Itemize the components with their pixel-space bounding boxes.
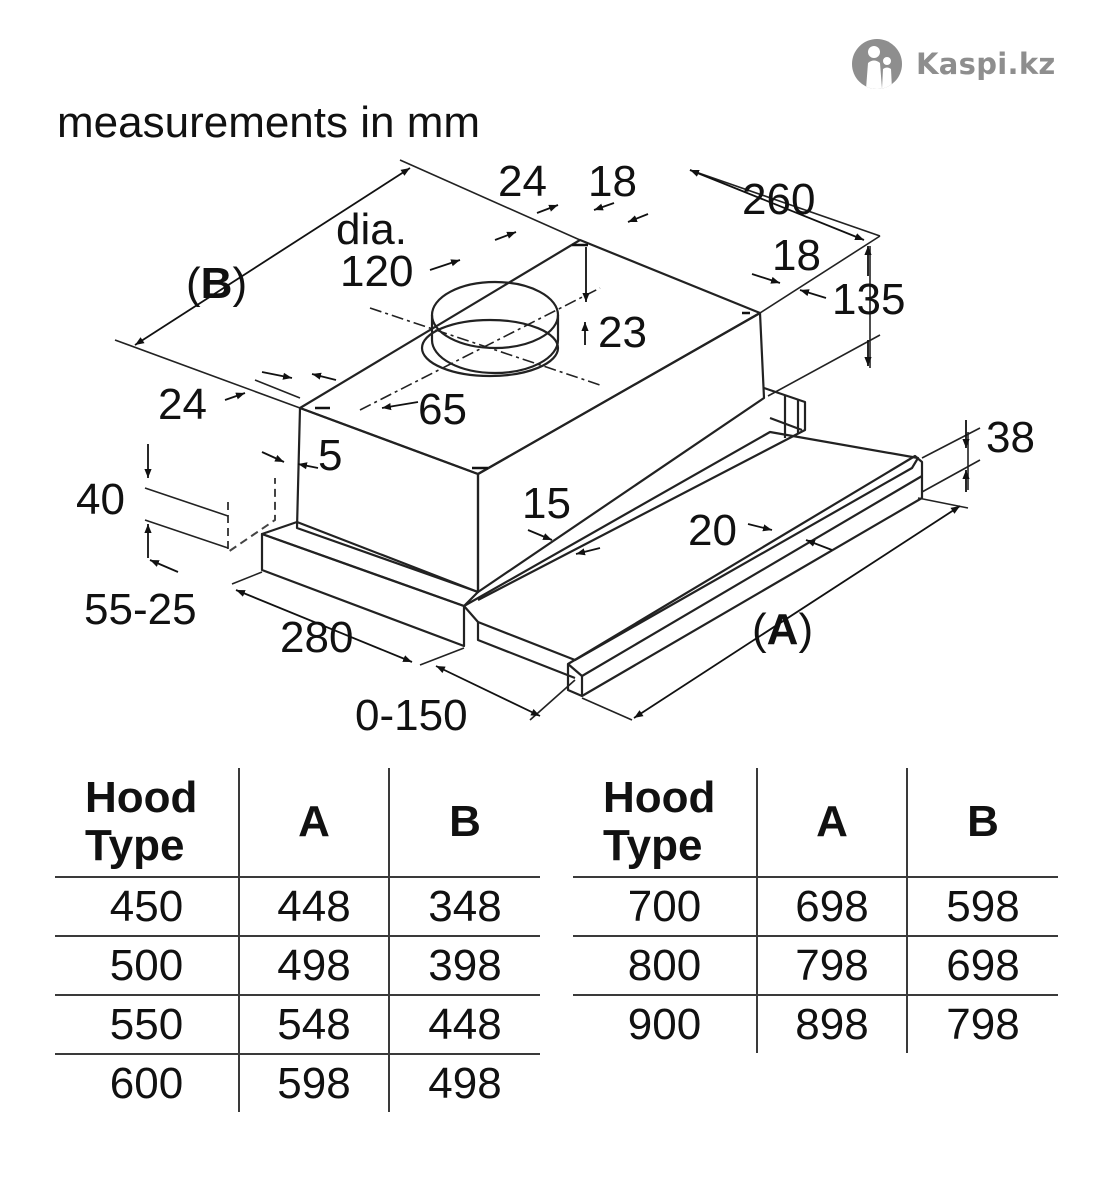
cell-b: 498: [388, 1053, 540, 1112]
duct-collar-side: [430, 315, 560, 375]
dim-18-top: 18: [588, 157, 637, 206]
dim-b-close-paren: ): [232, 259, 247, 308]
cabinet-dashed-outline: [227, 478, 276, 554]
kaspi-watermark: Kaspi.kz: [852, 38, 1082, 90]
col-header-b: B: [906, 768, 1058, 877]
hood-type-header-line2: Type: [603, 821, 703, 870]
dim-0-150: 0-150: [355, 691, 468, 740]
kaspi-logo-icon: [852, 39, 902, 89]
cell-b: 398: [388, 935, 540, 995]
box-right-face: [476, 311, 766, 594]
cell-hood-type: 800: [573, 935, 757, 995]
base-housing-top: [260, 520, 480, 608]
dim-a-letter: A: [767, 605, 799, 654]
dim-65: 65: [418, 385, 467, 434]
cell-a: 798: [756, 935, 907, 995]
dim-23: 23: [598, 308, 647, 357]
kaspi-brand-text: Kaspi.kz: [916, 47, 1056, 81]
dim-a-open-paren: (: [752, 605, 767, 654]
dim-5: 5: [318, 431, 342, 480]
hood-type-header-line1: Hood: [603, 773, 716, 822]
cell-b: 798: [906, 994, 1058, 1053]
corner-markers: [315, 243, 750, 470]
cell-a: 598: [238, 1053, 389, 1112]
cell-b: 598: [906, 876, 1058, 936]
dim-135: 135: [832, 275, 905, 324]
dim-40: 40: [76, 475, 125, 524]
dim-18-right: 18: [772, 231, 821, 280]
page-heading: measurements in mm: [57, 98, 481, 147]
cell-hood-type: 450: [55, 876, 239, 936]
cell-hood-type: 600: [55, 1053, 239, 1112]
dim-260: 260: [742, 175, 815, 224]
dim-b-open-paren: (: [186, 259, 201, 308]
centerlines: [359, 287, 601, 411]
col-header-a: A: [756, 768, 907, 877]
cell-hood-type: 900: [573, 994, 757, 1053]
cell-a: 898: [756, 994, 907, 1053]
hood-type-header-line1: Hood: [85, 773, 198, 822]
col-header-b: B: [388, 768, 540, 877]
dim-b-label: (B): [186, 259, 247, 308]
cell-a: 548: [238, 994, 389, 1054]
dim-20: 20: [688, 506, 737, 555]
cell-hood-type: 550: [55, 994, 239, 1054]
hood-body: [260, 238, 924, 698]
dim-b-letter: B: [201, 259, 233, 308]
dim-a-label: (A): [752, 605, 813, 654]
duct-base: [420, 318, 560, 378]
cell-b: 698: [906, 935, 1058, 995]
col-header-a: A: [238, 768, 389, 877]
dim-55-25: 55-25: [84, 585, 197, 634]
cell-b: 348: [388, 876, 540, 936]
dim-120: 120: [340, 247, 413, 296]
hood-dimension-drawing: 24 18 260 dia. 120 (B) 18 135 23 24 65 5…: [76, 157, 1035, 740]
base-housing-front: [260, 532, 466, 648]
cell-a: 698: [756, 876, 907, 936]
cell-hood-type: 500: [55, 935, 239, 995]
dim-24-left: 24: [158, 380, 207, 429]
dimension-arrows: [134, 167, 970, 719]
dim-15: 15: [522, 479, 571, 528]
cell-b: 448: [388, 994, 540, 1054]
hood-type-header-line2: Type: [85, 821, 185, 870]
cell-hood-type: 700: [573, 876, 757, 936]
cell-a: 498: [238, 935, 389, 995]
extension-lines: [114, 159, 981, 721]
dim-280: 280: [280, 613, 353, 662]
dim-a-close-paren: ): [798, 605, 813, 654]
dim-24-top: 24: [498, 157, 547, 206]
dim-38: 38: [986, 413, 1035, 462]
cell-a: 448: [238, 876, 389, 936]
dim-dia: dia.: [336, 205, 407, 254]
